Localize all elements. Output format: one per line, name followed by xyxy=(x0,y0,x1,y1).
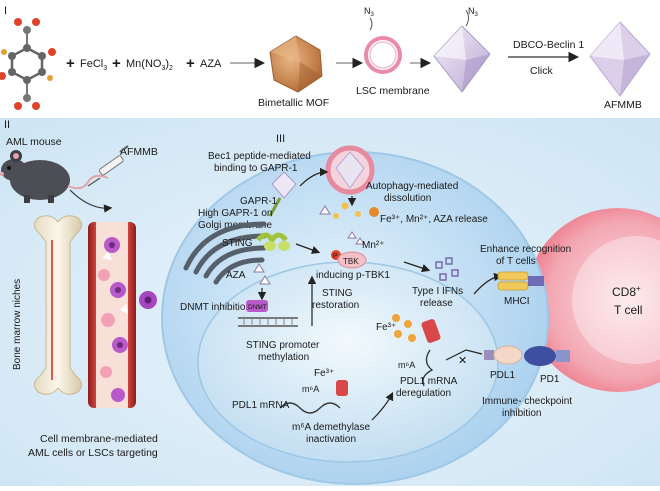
p-tbk1-label: inducing p-TBK1 xyxy=(316,270,390,281)
aza-label: AZA xyxy=(200,58,222,70)
plus-sign: + xyxy=(186,55,195,72)
aml-mouse-label: AML mouse xyxy=(6,136,62,148)
click-label: Click xyxy=(530,65,553,77)
aza-label: AZA xyxy=(226,270,246,281)
pdl1-mrna-label: PDL1 mRNA xyxy=(232,400,290,411)
demethylase-label-line1: m⁶A demethylase xyxy=(292,422,370,433)
release-label: Fe³⁺, Mn²⁺, AZA release xyxy=(380,214,488,225)
azide-label-2: N3 xyxy=(468,6,479,18)
dbco-label: DBCO-Beclin 1 xyxy=(513,39,584,51)
dnmt-label: DNMT xyxy=(248,304,267,311)
enhance-label-line1: Enhance recognition xyxy=(480,244,571,255)
lsc-membrane-icon xyxy=(364,36,402,74)
membrane-coated-mof-icon xyxy=(433,25,491,93)
sting-icon xyxy=(256,232,290,251)
fe3-label-a: Fe³⁺ xyxy=(376,322,396,333)
pdl1-mrna-icon xyxy=(279,402,341,414)
demethylase-label-line2: inactivation xyxy=(306,434,356,445)
mhci-icon xyxy=(497,271,544,291)
tbk-icon xyxy=(337,251,367,269)
fecl3-label: FeCl3 xyxy=(80,58,107,72)
panel2-roman: II xyxy=(4,119,10,131)
syringe-icon xyxy=(87,145,129,187)
checkpoint-block-line xyxy=(445,349,483,361)
pd1-protein-icon xyxy=(524,346,570,366)
plus-sign: + xyxy=(66,55,75,72)
afmmb-inside-icon xyxy=(335,151,365,189)
enhance-label-line2: of T cells xyxy=(496,256,536,267)
autophagy-label-line2: dissolution xyxy=(384,193,431,204)
gapr1-bound-afmmb-icon xyxy=(271,171,297,199)
azide-label: N3 xyxy=(364,6,375,18)
m6a-label-b: m⁶A xyxy=(398,360,415,370)
fto-demethylase-icon xyxy=(421,319,441,343)
dnmt-enzyme-icon xyxy=(246,300,268,312)
targeting-label-line2: AML cells or LSCs targeting xyxy=(28,447,158,459)
ifn-label-line1: Type I IFNs xyxy=(412,286,463,297)
internalization-arrow xyxy=(299,167,329,187)
mof-label: Bimetallic MOF xyxy=(258,97,329,109)
promoter-label-line2: methylation xyxy=(258,352,309,363)
mnno3-label: Mn(NO3)2 xyxy=(126,58,173,72)
membrane-label: LSC membrane xyxy=(356,85,430,97)
deregulation-arrow xyxy=(371,391,394,421)
plus-sign: + xyxy=(112,55,121,72)
mn2-label: Mn²⁺ xyxy=(362,240,385,251)
gapr1-label: GAPR-1 xyxy=(240,196,278,207)
mhci-label: MHCI xyxy=(504,296,530,307)
t-cell-icon xyxy=(526,208,660,392)
pdl1-protein-icon xyxy=(484,345,523,365)
gapr1-protein-icon xyxy=(268,197,282,217)
deregulation-label-line2: deregulation xyxy=(396,388,451,399)
afmmb-label: AFMMB xyxy=(604,99,642,111)
tbk-label: TBK xyxy=(343,257,359,266)
mouse-icon xyxy=(0,150,109,203)
sting-activation-arrow xyxy=(295,243,321,254)
bone-marrow-label: Bone marrow niches xyxy=(12,279,23,370)
ligand-molecule-icon xyxy=(0,18,56,110)
block-mark-icon: ✕ xyxy=(458,355,467,367)
ifn-label-line2: release xyxy=(420,298,453,309)
tcell-label: T cell xyxy=(614,303,642,317)
panel3-roman: III xyxy=(276,133,285,145)
fto-icon-nucleus xyxy=(336,380,348,396)
afmmb-nanoparticle-icon xyxy=(589,21,651,97)
fe3-label-b: Fe³⁺ xyxy=(314,368,334,379)
dna-strand-icon xyxy=(238,317,298,327)
mrna-strand-icon xyxy=(422,349,434,387)
dnmt-inhibition-label: DNMT inhibition xyxy=(180,302,251,313)
azide-linker-icon xyxy=(369,17,373,31)
targeting-label-line1: Cell membrane-mediated xyxy=(40,433,158,445)
aml-cells-icon xyxy=(98,237,128,402)
sting-restoration-line1: STING xyxy=(322,288,353,299)
bone-icon xyxy=(34,215,82,395)
aza-drug-icon xyxy=(253,263,265,273)
checkpoint-label-line2: inhibition xyxy=(502,408,541,419)
golgi-apparatus-icon xyxy=(183,221,267,285)
sting-restoration-line2: restoration xyxy=(312,300,359,311)
injection-arrow xyxy=(69,189,113,213)
bec1-label-line1: Bec1 peptide-mediated xyxy=(208,151,311,162)
checkpoint-label-line1: Immune- checkpoint xyxy=(482,396,572,407)
pd1-label: PD1 xyxy=(540,374,560,385)
ifn-icon xyxy=(435,257,459,281)
pdl1-label: PDL1 xyxy=(490,370,515,381)
m6a-label-a: m⁶A xyxy=(302,384,319,394)
afmmb-injection-label: AFMMB xyxy=(120,146,158,158)
sting-label: STING xyxy=(222,238,253,249)
golgi-label-line1: High GAPR-1 on xyxy=(198,208,272,219)
cd8-label: CD8+ xyxy=(612,284,641,299)
released-ions-icon xyxy=(319,202,379,219)
panel1-roman: I xyxy=(4,5,7,17)
fe-ions-icon xyxy=(392,314,416,342)
ifn-arrow xyxy=(403,261,431,273)
bec1-label-line2: binding to GAPR-1 xyxy=(214,163,298,174)
deregulation-label-line1: PDL1 mRNA xyxy=(400,376,458,387)
autophagy-label-line1: Autophagy-mediated xyxy=(366,181,458,192)
promoter-label-line1: STING promoter xyxy=(246,340,320,351)
p-label: P xyxy=(333,253,338,260)
